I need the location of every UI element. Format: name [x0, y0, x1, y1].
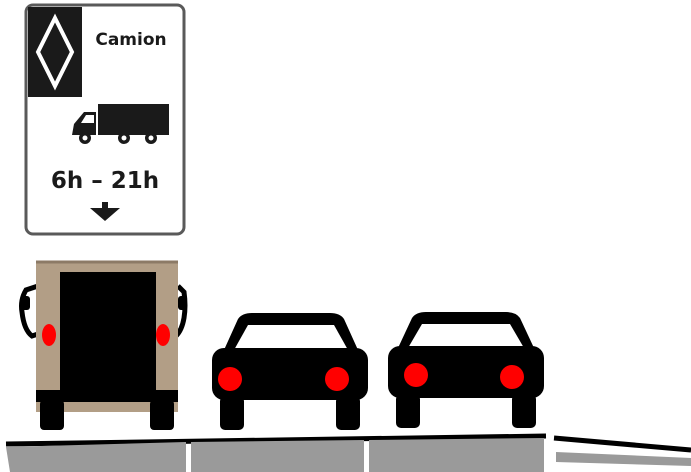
- truck-left-mirror: [22, 286, 39, 336]
- lane-restriction-sign: Camion 6h – 21h: [26, 5, 184, 234]
- car-1-left-tail-light: [218, 367, 242, 391]
- truck-right-tail-light: [156, 324, 170, 346]
- truck-rear: [20, 262, 187, 430]
- truck-rear-door: [60, 272, 156, 402]
- car-1-left-wheel: [220, 396, 244, 430]
- car-rear-2: [388, 312, 544, 428]
- sign-vehicle-label: Camion: [95, 30, 166, 50]
- car-2-right-wheel: [512, 394, 536, 428]
- car-2-right-tail-light: [500, 365, 524, 389]
- car-2-left-wheel: [396, 394, 420, 428]
- car-1-rear-window: [234, 325, 348, 350]
- truck-left-wheel: [40, 400, 64, 430]
- road-edge-line-right: [554, 438, 691, 450]
- truck-right-wheel: [150, 400, 174, 430]
- road-lane-1: [6, 442, 186, 472]
- car-rear-1: [212, 313, 368, 430]
- road: [6, 436, 691, 472]
- car-1-right-tail-light: [325, 367, 349, 391]
- car-1-right-wheel: [336, 396, 360, 430]
- car-2-left-tail-light: [404, 363, 428, 387]
- road-shoulder: [556, 452, 691, 466]
- road-lane-2: [191, 440, 364, 472]
- truck-left-tail-light: [42, 324, 56, 346]
- arrow-down-stem: [102, 202, 108, 210]
- road-lane-3: [369, 438, 544, 472]
- sign-hours-label: 6h – 21h: [51, 168, 159, 194]
- car-2-rear-window: [408, 324, 524, 348]
